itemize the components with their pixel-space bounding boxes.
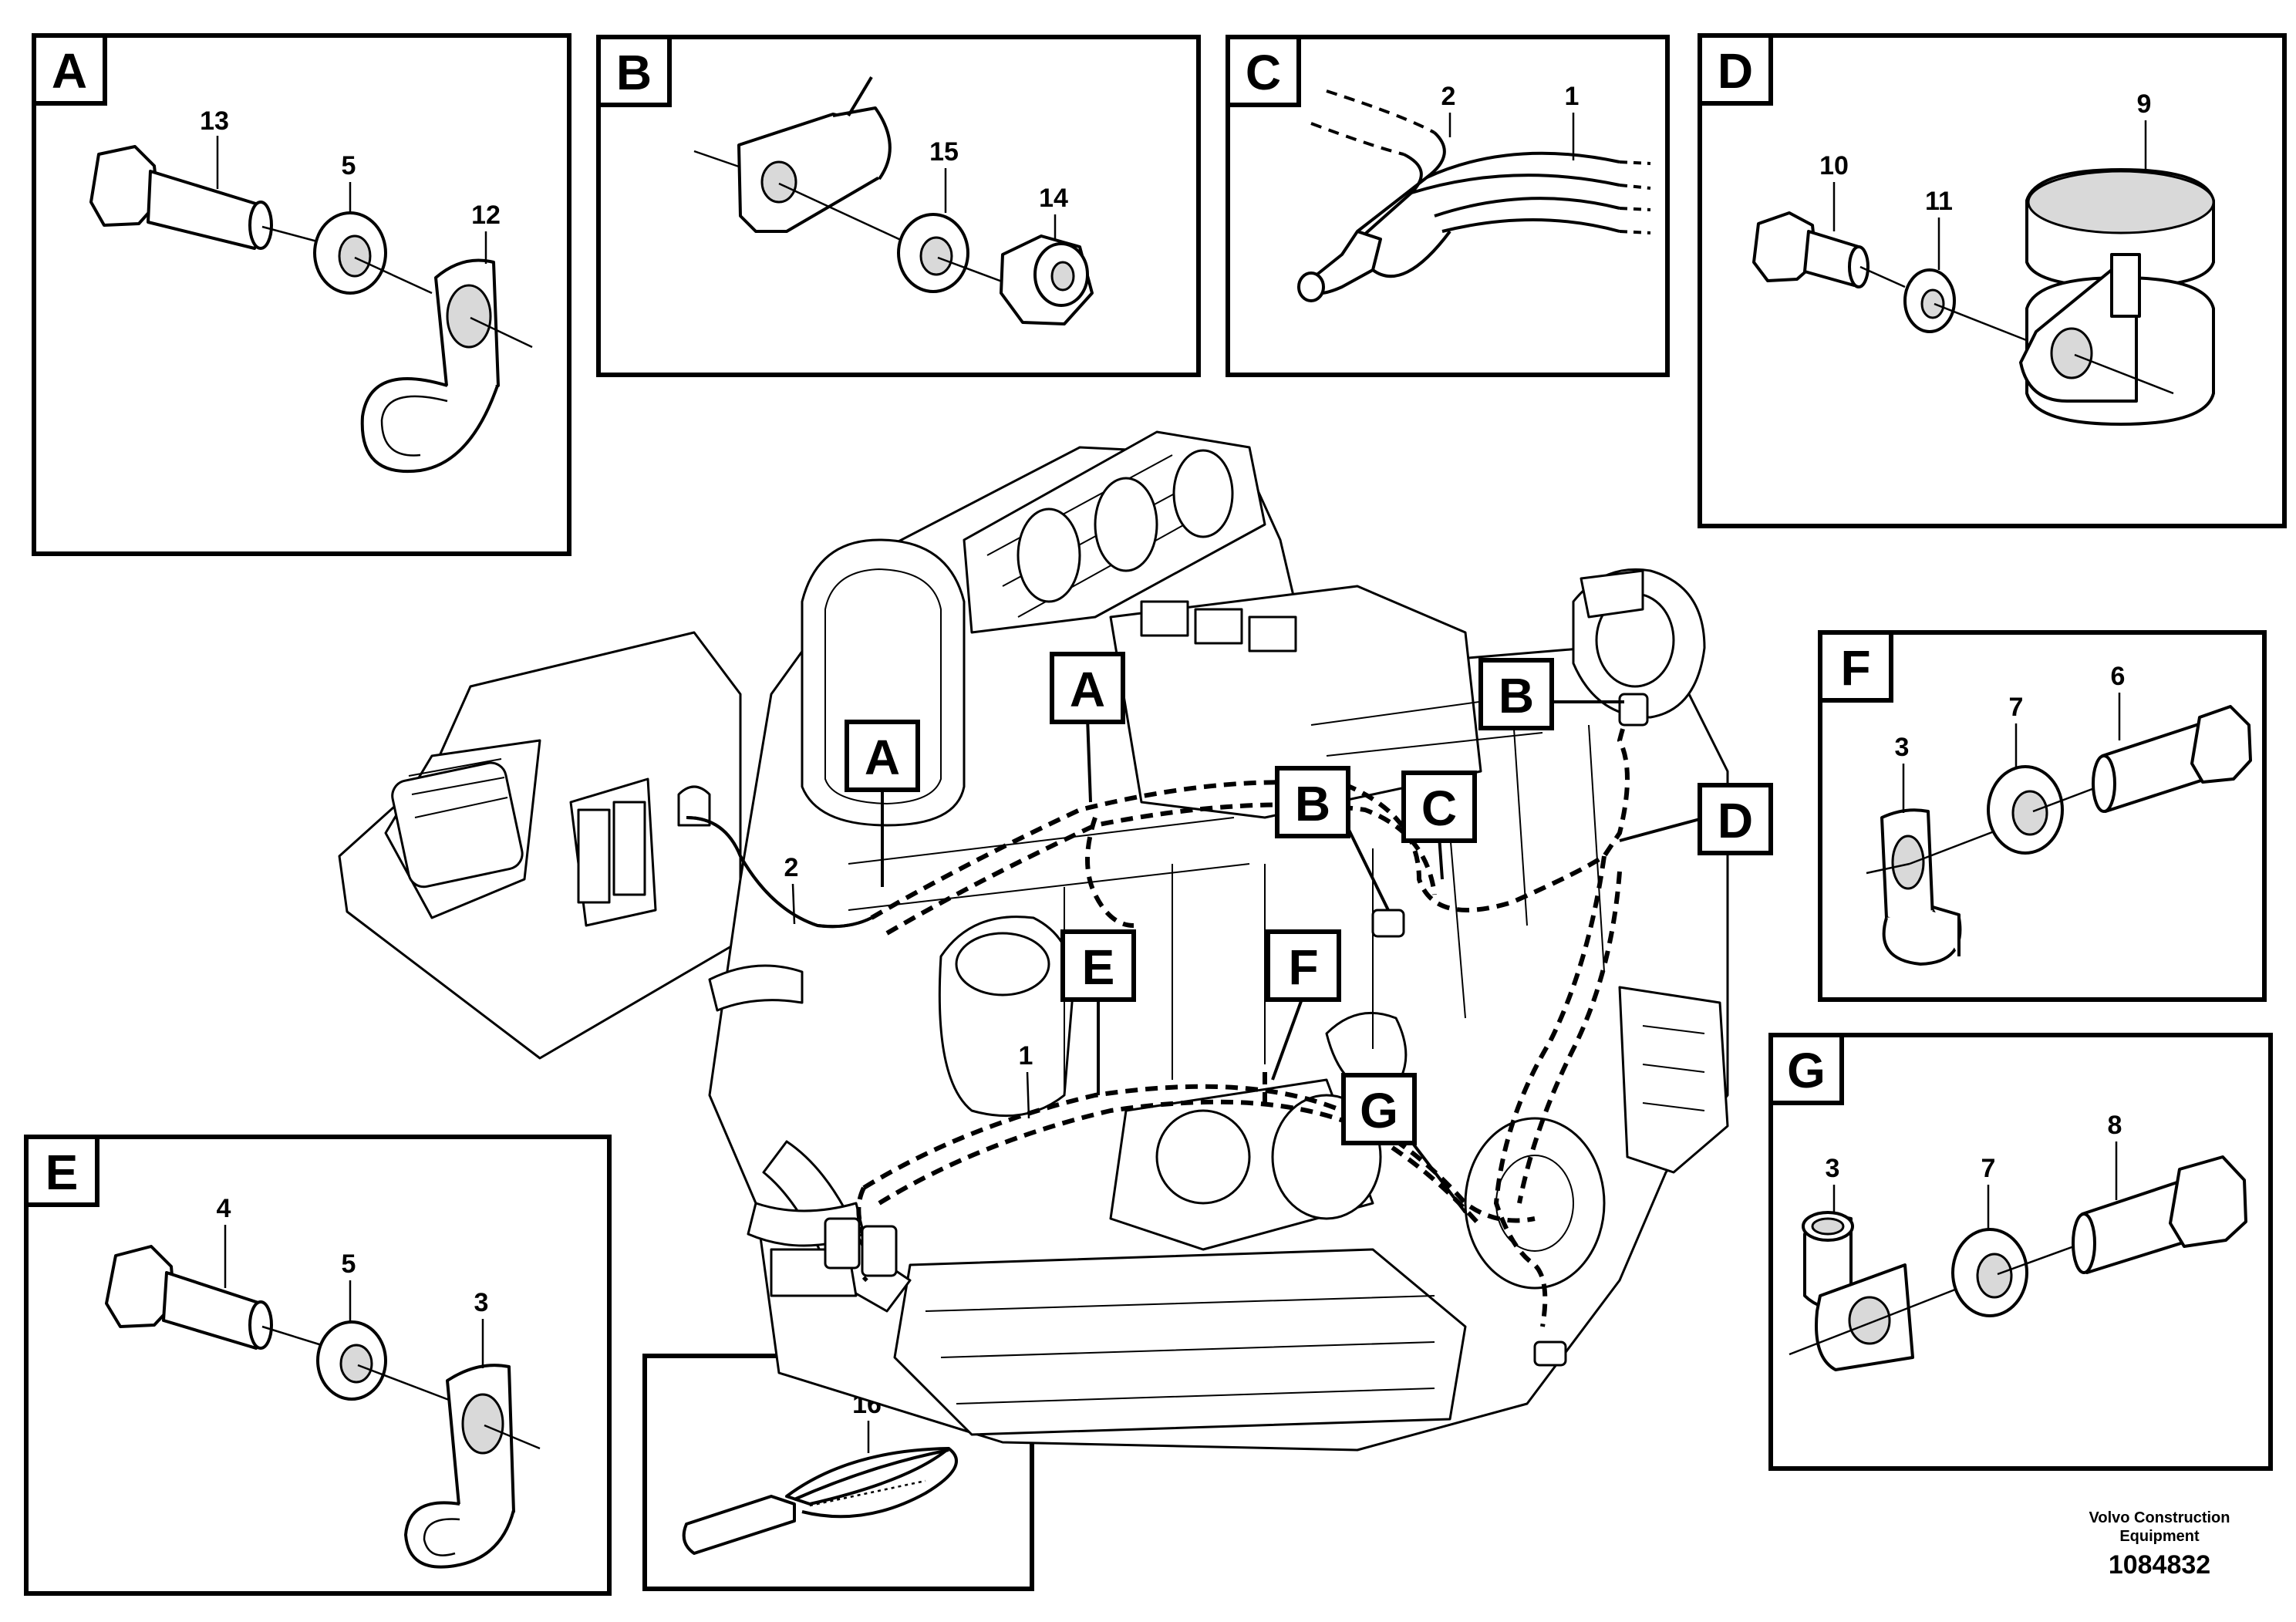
engine-illustration <box>338 430 1729 1452</box>
panel-b-letter-box <box>596 35 672 107</box>
panel-g-letter: G <box>1787 1043 1826 1098</box>
location-label-d-text: D <box>1718 793 1753 848</box>
air-cleaner <box>801 538 966 827</box>
location-label-c-text: C <box>1421 781 1457 836</box>
detail-panel-d: D 9 10 11 <box>1698 33 2287 528</box>
callout-6: 6 <box>2111 662 2126 691</box>
panel-d-letter: D <box>1718 43 1753 99</box>
panel-e-letter-box <box>24 1135 99 1207</box>
bolt-13 <box>89 145 332 250</box>
bolt-4 <box>105 1245 332 1350</box>
callout-11: 11 <box>1925 187 1953 216</box>
location-label-b-middle <box>1275 766 1350 838</box>
callout-7-g: 7 <box>1981 1154 1996 1183</box>
panel-e-letter: E <box>46 1145 79 1200</box>
detail-panel-e: E 4 5 3 <box>24 1135 612 1596</box>
drawing-number: 1084832 <box>2108 1550 2211 1580</box>
clamp-12 <box>360 258 533 474</box>
panel-a-letter-box <box>32 33 107 106</box>
callout-1: 1 <box>1565 82 1580 111</box>
callout-9: 9 <box>2137 89 2152 119</box>
location-label-g-text: G <box>1360 1083 1398 1138</box>
washer-7-f <box>1987 765 2103 855</box>
location-label-a-top-text: A <box>1070 662 1105 717</box>
location-label-b-right <box>1478 658 1554 730</box>
engine-callout-2: 2 <box>784 853 799 882</box>
bolt-8 <box>2072 1155 2247 1274</box>
detail-panel-a: A 13 5 12 <box>32 33 571 556</box>
washer-7-g <box>1951 1228 2083 1317</box>
bolt-10 <box>1752 211 1906 288</box>
bracket <box>693 76 903 242</box>
callout-7-f: 7 <box>2009 693 2024 722</box>
location-label-b-right-text: B <box>1499 668 1534 723</box>
bolt-6 <box>2092 705 2252 813</box>
callout-8: 8 <box>2108 1111 2122 1140</box>
callout-3-g: 3 <box>1826 1154 1840 1183</box>
panel-d-letter-box <box>1698 33 1773 106</box>
panel-a-letter: A <box>52 43 87 99</box>
panel-g-letter-box <box>1768 1033 1844 1105</box>
clamp-3-e <box>404 1364 541 1569</box>
nut-14 <box>1000 234 1094 325</box>
detail-panel-b: B 15 14 <box>596 35 1201 377</box>
footer-block: Volvo Construction Equipment 1084832 <box>2052 1509 2267 1581</box>
wiring-harness <box>686 693 1649 1367</box>
callout-10: 10 <box>1819 151 1849 180</box>
washer-11 <box>1903 268 2037 346</box>
callout-5: 5 <box>342 151 356 180</box>
washer-5-e <box>316 1320 456 1404</box>
callout-3-f: 3 <box>1895 733 1910 762</box>
callout-5-e: 5 <box>342 1249 356 1279</box>
detail-panel-g: G 8 7 3 <box>1768 1033 2273 1471</box>
cable-routing <box>1297 89 1651 302</box>
callout-14: 14 <box>1039 184 1068 213</box>
engine-location-labels: A A B C B D E F G <box>845 652 1773 1214</box>
panel-c-letter-box <box>1226 35 1301 107</box>
callout-12: 12 <box>471 201 501 230</box>
callout-13: 13 <box>200 106 229 136</box>
location-label-d <box>1698 783 1773 855</box>
engine-callouts: 2 1 <box>784 853 1033 1119</box>
location-label-f-text: F <box>1288 939 1318 995</box>
panel-f-letter: F <box>1840 640 1870 696</box>
callout-3-e: 3 <box>474 1288 489 1317</box>
location-label-a-top <box>1050 652 1125 724</box>
clamp-3-g <box>1789 1211 1960 1371</box>
cable-tie-16 <box>682 1447 958 1555</box>
location-label-c <box>1401 771 1477 843</box>
washer-15 <box>897 213 1017 293</box>
brand-name: Volvo Construction Equipment <box>2089 1509 2230 1545</box>
rubber-clamp-9 <box>2019 168 2215 426</box>
panel-b-letter: B <box>616 45 652 100</box>
detail-panel-c: C 2 1 <box>1226 35 1670 377</box>
detail-panel-f: F 6 7 3 <box>1818 630 2267 1002</box>
location-label-f <box>1266 929 1341 1002</box>
location-label-e <box>1060 929 1136 1002</box>
callout-4: 4 <box>217 1194 231 1223</box>
clamp-3-f <box>1866 808 2003 966</box>
callout-15: 15 <box>929 137 959 167</box>
location-label-a-left <box>845 720 920 792</box>
panel-c-letter: C <box>1246 45 1281 100</box>
location-label-b-middle-text: B <box>1295 776 1330 831</box>
location-label-e-text: E <box>1082 939 1115 995</box>
panel-f-letter-box <box>1818 630 1893 703</box>
location-label-a-left-text: A <box>865 730 900 785</box>
callout-2: 2 <box>1441 82 1456 111</box>
location-label-g <box>1341 1073 1417 1145</box>
engine-callout-1: 1 <box>1019 1041 1033 1071</box>
